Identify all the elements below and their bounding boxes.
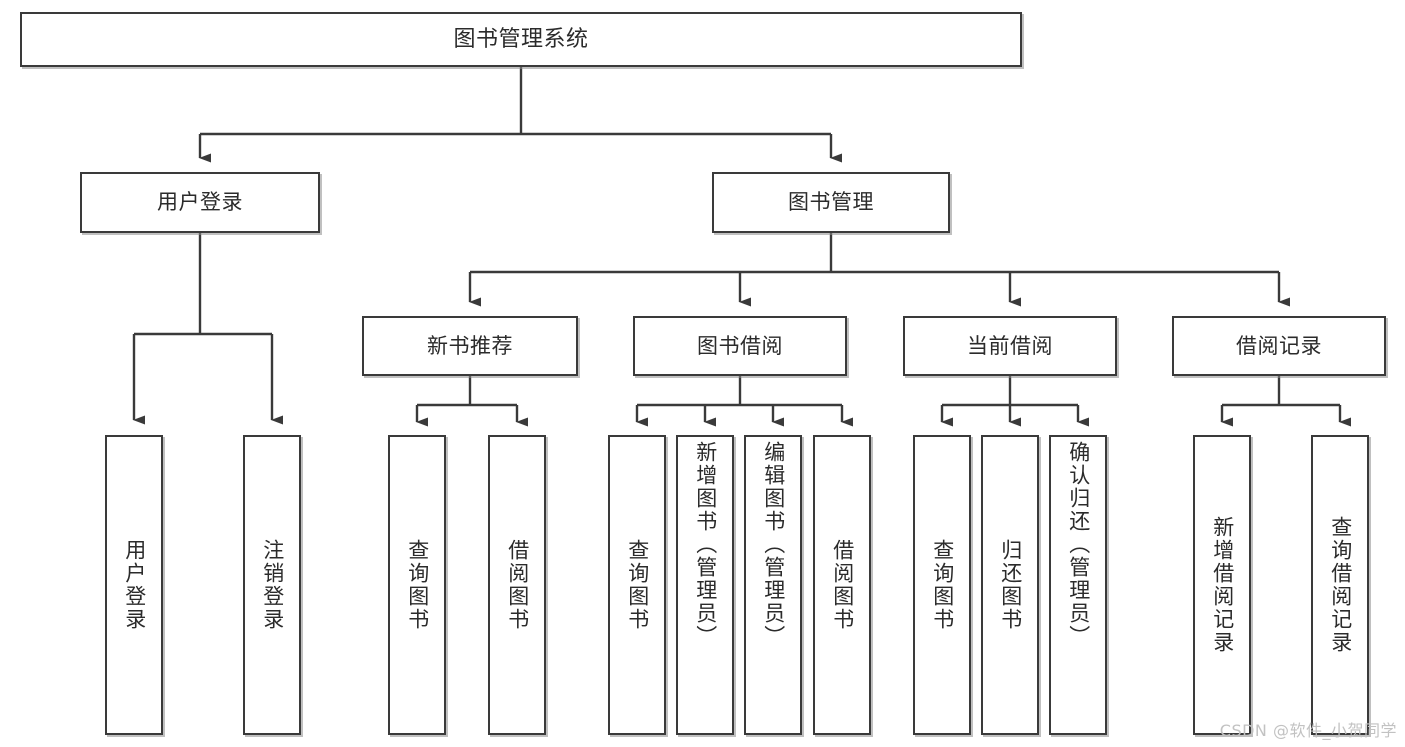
node-label: 当前借阅 — [967, 333, 1053, 358]
node-label: 借阅图书 — [830, 539, 855, 631]
leaf-query-borrow-record[interactable]: 查询借阅记录 — [1311, 435, 1369, 735]
node-label: 新书推荐 — [427, 333, 513, 358]
leaf-query-book-current[interactable]: 查询图书 — [913, 435, 971, 735]
node-new-book-recommend[interactable]: 新书推荐 — [362, 316, 578, 376]
node-label: 查询图书 — [930, 539, 955, 631]
node-label: 用户登录 — [157, 190, 243, 215]
leaf-user-login[interactable]: 用户登录 — [105, 435, 163, 735]
node-user-login[interactable]: 用户登录 — [80, 172, 320, 233]
csdn-watermark: CSDN @软件_小贺同学 — [1219, 721, 1397, 740]
node-label: 新增借阅记录 — [1210, 516, 1235, 654]
node-label: 借阅图书 — [505, 539, 530, 631]
node-book-management[interactable]: 图书管理 — [712, 172, 950, 233]
node-label: 归还图书 — [998, 539, 1023, 631]
node-label: 编辑图书（管理员） — [761, 441, 786, 648]
node-current-borrow[interactable]: 当前借阅 — [903, 316, 1117, 376]
node-root-system[interactable]: 图书管理系统 — [20, 12, 1022, 67]
leaf-add-book-admin[interactable]: 新增图书（管理员） — [676, 435, 734, 735]
node-label: 查询借阅记录 — [1328, 516, 1353, 654]
leaf-borrow-book-recommend[interactable]: 借阅图书 — [488, 435, 546, 735]
leaf-confirm-return-admin[interactable]: 确认归还（管理员） — [1049, 435, 1107, 735]
node-label: 图书借阅 — [697, 333, 783, 358]
leaf-add-borrow-record[interactable]: 新增借阅记录 — [1193, 435, 1251, 735]
node-label: 用户登录 — [122, 539, 147, 631]
node-label: 图书管理系统 — [453, 26, 589, 52]
node-book-borrow[interactable]: 图书借阅 — [633, 316, 847, 376]
node-label: 新增图书（管理员） — [693, 441, 718, 648]
leaf-query-book-recommend[interactable]: 查询图书 — [388, 435, 446, 735]
node-label: 借阅记录 — [1236, 333, 1322, 358]
node-label: 注销登录 — [260, 539, 285, 631]
leaf-return-book[interactable]: 归还图书 — [981, 435, 1039, 735]
node-label: 查询图书 — [405, 539, 430, 631]
leaf-borrow-book[interactable]: 借阅图书 — [813, 435, 871, 735]
leaf-logout[interactable]: 注销登录 — [243, 435, 301, 735]
node-label: 图书管理 — [788, 190, 874, 215]
leaf-query-book-borrow[interactable]: 查询图书 — [608, 435, 666, 735]
leaf-edit-book-admin[interactable]: 编辑图书（管理员） — [744, 435, 802, 735]
node-label: 查询图书 — [625, 539, 650, 631]
node-label: 确认归还（管理员） — [1066, 441, 1091, 648]
node-borrow-record[interactable]: 借阅记录 — [1172, 316, 1386, 376]
